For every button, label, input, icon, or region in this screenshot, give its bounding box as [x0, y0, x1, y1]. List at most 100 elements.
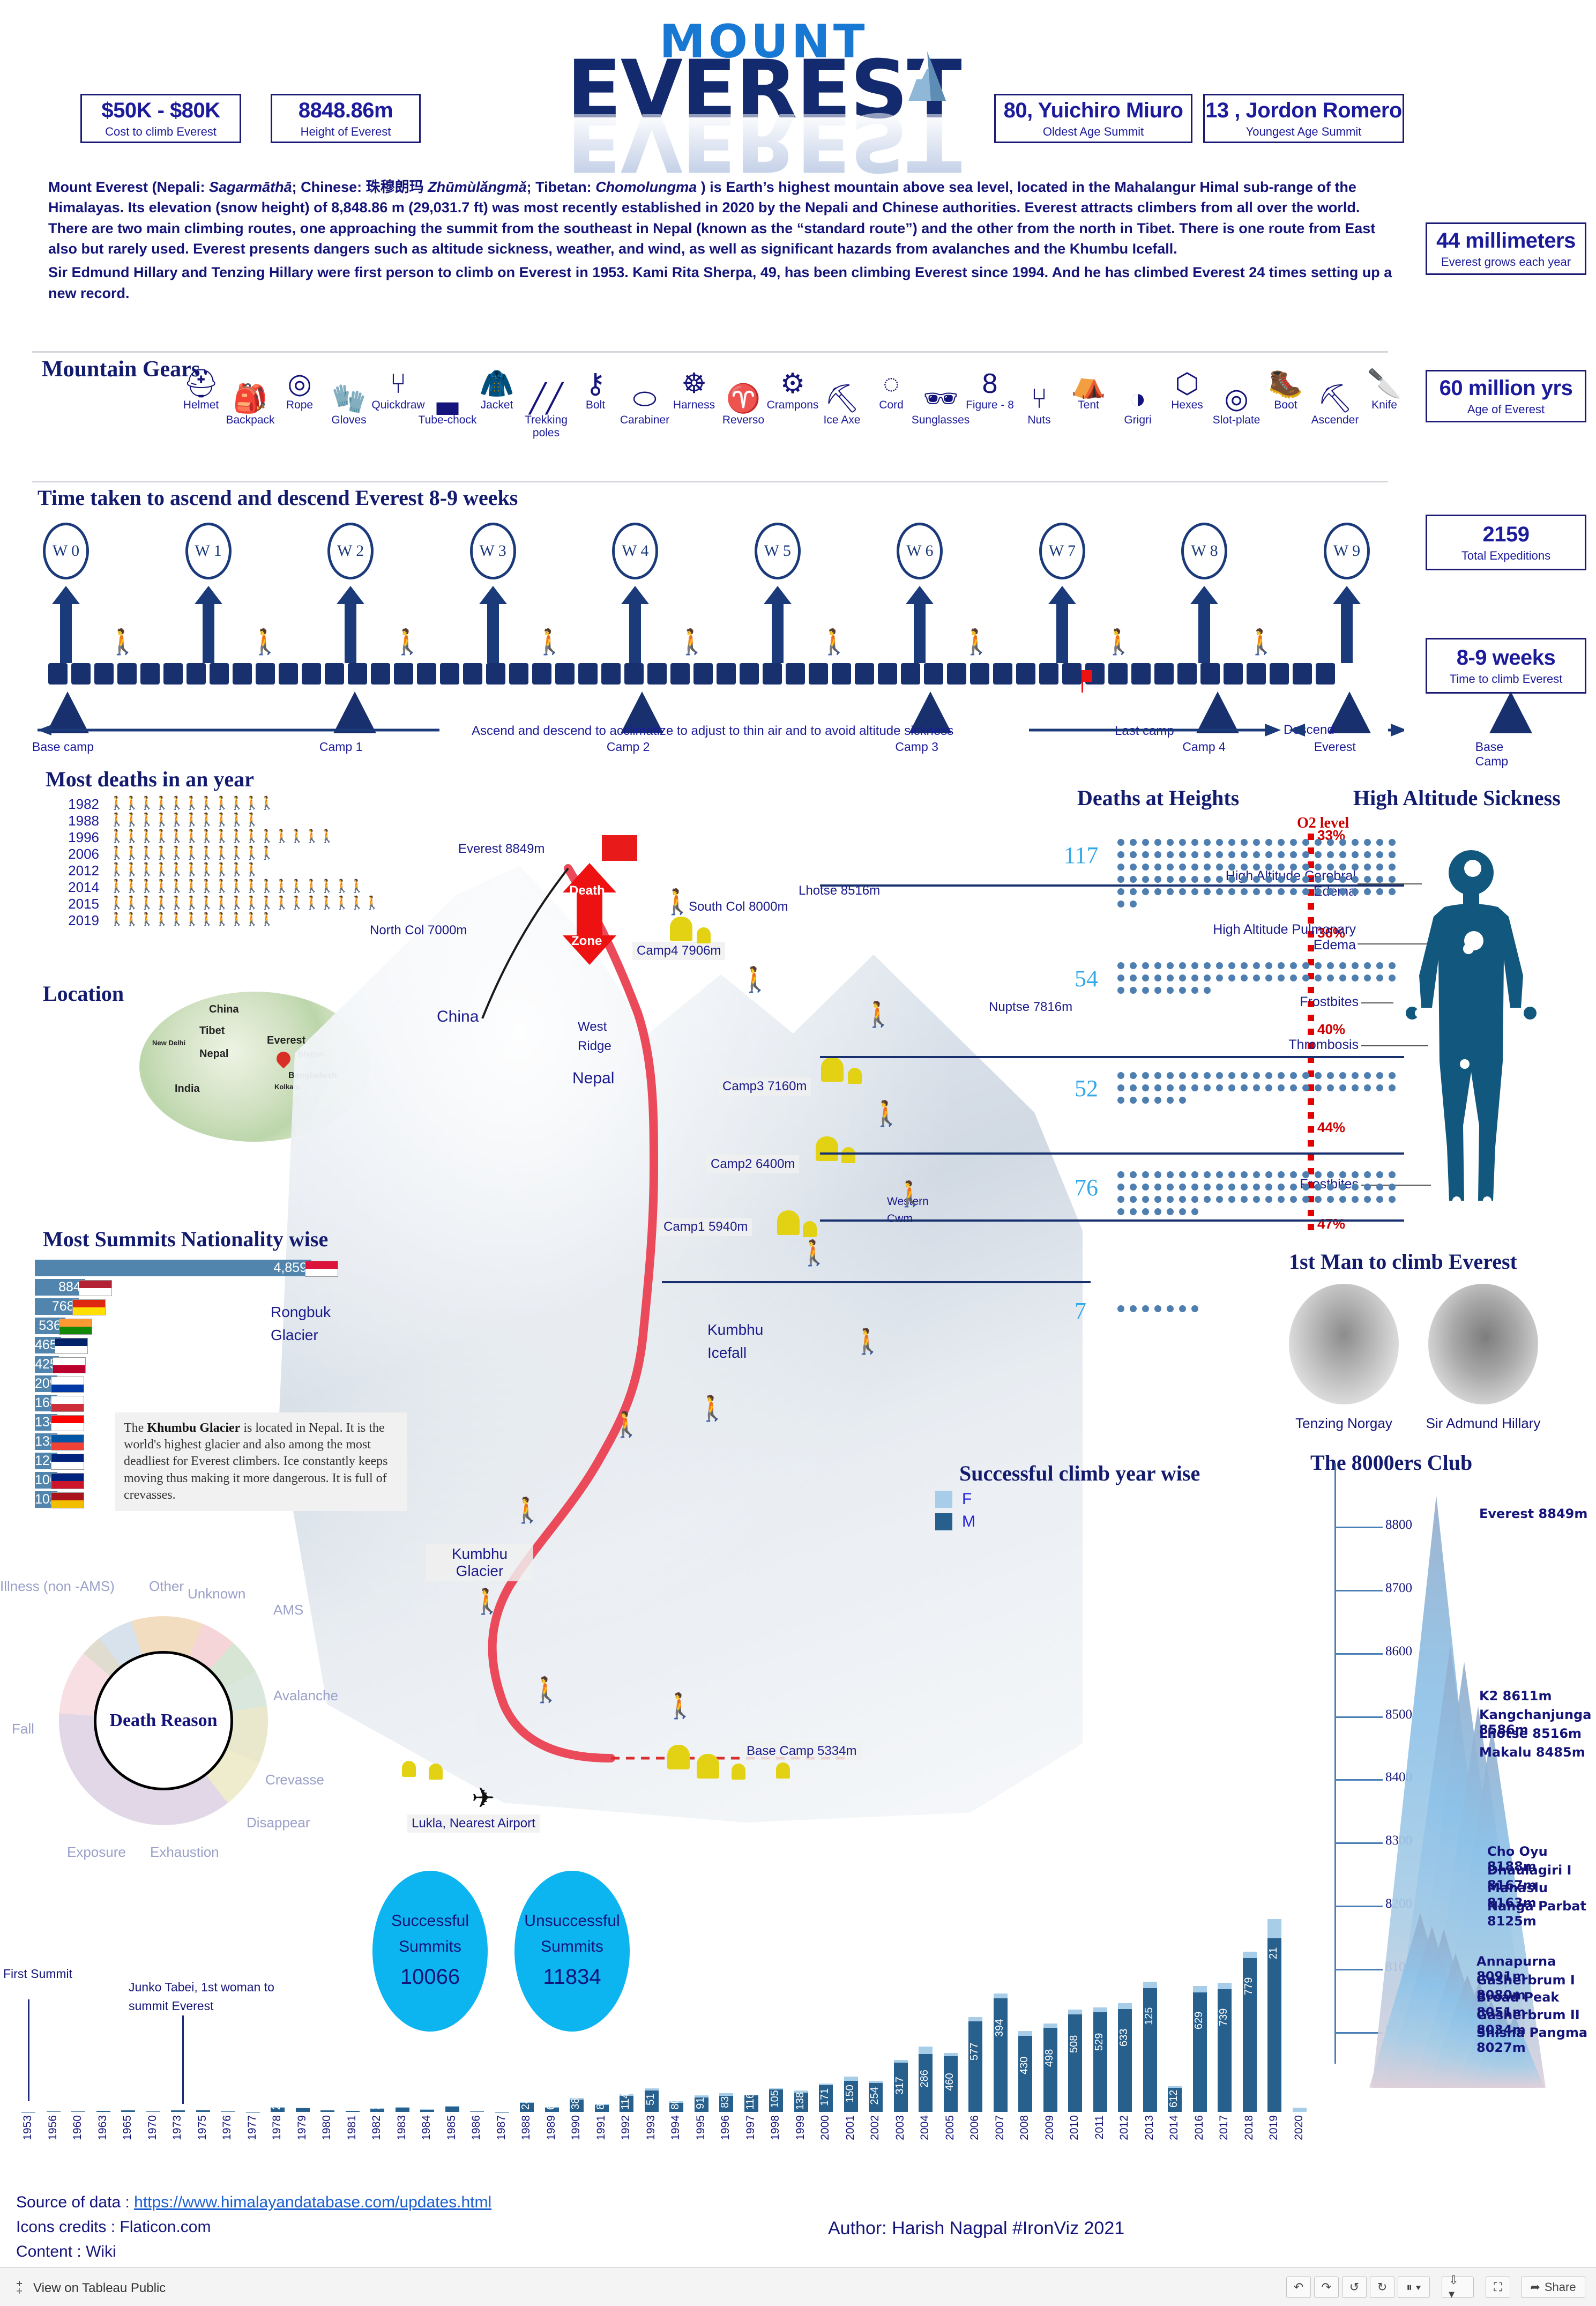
death-dot — [1265, 864, 1272, 871]
redo-button[interactable]: ↷ — [1314, 2277, 1339, 2298]
timeline-day-tick — [670, 663, 690, 685]
gear-label: Tent — [1078, 399, 1099, 411]
person-icon: 🚶 — [184, 862, 200, 877]
person-icon: 🚶 — [169, 896, 185, 910]
hiker-icon-glacier-c: 🚶 — [531, 1676, 562, 1704]
death-dot — [1154, 1208, 1161, 1215]
o2-scale-dot — [1308, 1098, 1314, 1105]
kpi-height: 8848.86m Height of Everest — [271, 94, 421, 143]
death-dot — [1327, 1072, 1334, 1079]
flag-icon-CA — [51, 1415, 84, 1431]
death-dot — [1339, 839, 1346, 846]
cord-icon: ◌ — [883, 368, 900, 399]
person-icon: 🚶 — [274, 879, 290, 894]
death-dot — [1130, 1184, 1137, 1191]
bar-year-label: 1985 — [445, 2115, 458, 2140]
peak-label-broad: Broad Peak 8051m — [1476, 1990, 1560, 2020]
deaths-at-heights-title: Deaths at Heights — [1077, 786, 1240, 810]
bar-value-label: 394 — [993, 2018, 1005, 2037]
person-icon: 🚶 — [274, 829, 290, 844]
person-icon: 🚶 — [304, 879, 320, 894]
unsuccessful-summits-bubble: Unsuccessful Summits 11834 — [514, 1871, 630, 2032]
o2-scale-dot — [1308, 917, 1314, 924]
bar-year-label: 2008 — [1018, 2115, 1031, 2140]
nationality-row-KR: 165 — [35, 1395, 314, 1412]
bar-year-label: 1953 — [21, 2115, 34, 2140]
death-dot — [1117, 1208, 1124, 1215]
person-icon: 🚶 — [124, 829, 140, 844]
bar-segment-male — [395, 2107, 409, 2112]
nationality-bar: 884 — [35, 1279, 85, 1296]
download-button[interactable]: ⇩ ▾ — [1442, 2273, 1474, 2301]
base-camp-tent-6-icon — [429, 1764, 443, 1780]
gloves-icon: 🧤 — [331, 383, 367, 414]
bar-year-label: 1994 — [669, 2115, 682, 2140]
footer-source-link[interactable]: https://www.himalayandatabase.com/update… — [134, 2193, 492, 2211]
pause-button[interactable]: ⏸ ▾ — [1398, 2277, 1430, 2298]
donut-label-ams: AMS — [273, 1602, 304, 1618]
timeline-day-tick — [140, 663, 160, 685]
death-dot — [1327, 1084, 1334, 1091]
bar-year-label: 2016 — [1192, 2115, 1205, 2140]
footer-icons-credit: Icons credits : Flaticon.com — [16, 2218, 211, 2236]
refresh-button[interactable]: ↻ — [1370, 2277, 1394, 2298]
mtn-label-camp2: Camp2 6400m — [706, 1155, 800, 1173]
o2-scale-dot — [1308, 1182, 1314, 1188]
view-on-tableau-public-link[interactable]: View on Tableau Public — [33, 2281, 166, 2295]
revert-button[interactable]: ↺ — [1342, 2277, 1367, 2298]
ice-axe-icon: ⛏ — [824, 383, 860, 414]
o2-scale-dot — [1308, 1126, 1314, 1133]
timeline-day-tick — [94, 663, 114, 685]
timeline-day-tick — [901, 663, 920, 685]
club-axis-tick-8000 — [1334, 2032, 1383, 2034]
death-dot — [1228, 1171, 1235, 1178]
unsuccessful-summits-line2: Summits — [541, 1938, 603, 1955]
share-button[interactable]: ➦ Share — [1521, 2277, 1585, 2298]
person-icon: 🚶 — [184, 846, 200, 860]
kpi-youngest-value: 13 , Jordon Romero — [1205, 98, 1402, 122]
bar-value-label: 21 — [1267, 1947, 1279, 1960]
death-dot — [1278, 1184, 1285, 1191]
successful-climb-title: Successful climb year wise — [959, 1461, 1200, 1486]
timeline-hiker-icon: 🚶 — [534, 628, 565, 656]
timeline-note-arrows — [38, 724, 1404, 737]
person-icon: 🚶 — [154, 896, 170, 910]
flag-icon-NZ — [51, 1473, 84, 1489]
fullscreen-button[interactable]: ⛶ — [1486, 2277, 1510, 2298]
undo-button[interactable]: ↶ — [1286, 2277, 1311, 2298]
death-dot — [1352, 975, 1359, 981]
timeline-camp-label-0: Base camp — [32, 740, 94, 754]
bar-segment-female — [420, 2109, 434, 2110]
deaths-year-people: 🚶🚶🚶🚶🚶🚶🚶🚶🚶🚶🚶🚶🚶🚶🚶🚶🚶 — [109, 879, 365, 895]
death-dot — [1315, 1072, 1322, 1079]
death-dot — [1315, 1084, 1322, 1091]
peak-label-annapurna: Annapurna 8091m — [1476, 1954, 1556, 1984]
death-dot — [1364, 888, 1371, 895]
harness-icon: ☸ — [681, 368, 707, 399]
person-icon: 🚶 — [334, 879, 350, 894]
intro-tibetan-name: Chomolungma — [595, 179, 697, 195]
bar-segment-male — [1168, 2087, 1182, 2112]
edmund-hillary-caption: Sir Admund Hillary — [1426, 1415, 1541, 1431]
kpi-growth-label: Everest grows each year — [1441, 255, 1571, 269]
unsuccessful-summits-line1: Unsuccessful — [524, 1912, 620, 1930]
timeline-day-tick — [48, 663, 68, 685]
gear-label: Gloves — [331, 414, 367, 426]
timeline-day-tick — [970, 663, 989, 685]
timeline-day-tick — [371, 663, 390, 685]
death-dot — [1265, 888, 1272, 895]
khumbu-note-a: The — [124, 1421, 147, 1435]
camp2-tent-icon — [816, 1136, 838, 1161]
bar-segment-female — [370, 2108, 384, 2109]
death-dot — [1241, 851, 1248, 858]
timeline-camp-marker-4 — [1196, 691, 1240, 733]
death-dot — [1228, 1196, 1235, 1203]
legend-label-male: M — [962, 1513, 975, 1530]
legend-swatch-male — [935, 1513, 952, 1530]
grigri-icon: ◑ — [1129, 383, 1146, 414]
kpi-expeditions-value: 2159 — [1482, 522, 1530, 546]
timeline-week-4: W 4 — [612, 523, 659, 579]
peak-label-nanga: Nanga Parbat 8125m — [1487, 1899, 1586, 1929]
mtn-label-rongbuk-1: Rongbuk — [271, 1304, 331, 1320]
death-dot — [1352, 864, 1359, 871]
